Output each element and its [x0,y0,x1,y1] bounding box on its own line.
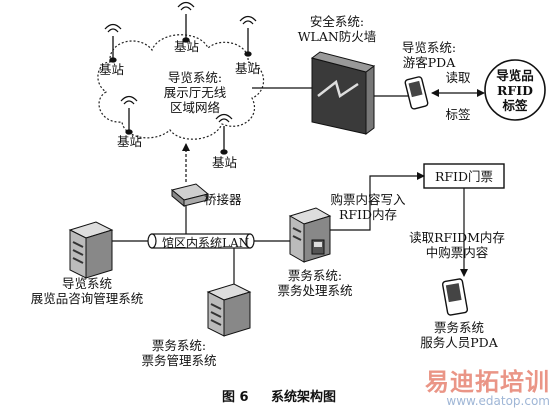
security-line: WLAN防火墙 [297,29,377,44]
ticket-management-title: 票务系统: [151,338,207,353]
security-label: 安全系统: WLAN防火墙 [282,14,392,44]
rfid-tag-line: 导览品 [496,68,534,83]
ticket-processing-server-icon [288,207,332,263]
rfid-tag-line: RFID [497,83,533,98]
ticket-management-server-icon [206,283,252,337]
wlan-label: 导览系统: 展示厅无线 区域网络 [150,70,240,115]
read-tag-line: 标签 [445,107,471,122]
visitor-pda-line: 游客PDA [402,55,456,70]
bridge-label: 桥接器 [204,192,242,207]
wireless-network-cloud [97,34,265,140]
station-label: 基站 [99,62,125,77]
staff-pda-line: 服务人员PDA [420,335,498,350]
read-memory-line: 读取RFIDM内存 [409,230,505,245]
bridge-icon [170,183,210,208]
figure-caption: 图 6 系统架构图 [0,386,558,405]
visitor-pda-label: 导览系统: 游客PDA [384,40,474,70]
watermark: 易迪拓培训 www.edatop.com [425,369,550,408]
figure-number: 图 6 [221,390,249,405]
security-title: 安全系统: [309,14,365,29]
ticket-processing-title: 票务系统: [287,268,343,283]
ticket-processing-line: 票务处理系统 [277,283,353,298]
wlan-title: 导览系统: [167,70,223,85]
watermark-brand: 易迪拓培训 [425,368,550,396]
station-label: 基站 [212,155,238,170]
rfid-tag-circle [484,59,546,121]
visitor-pda-icon [404,76,429,110]
write-memory-line: 购票内容写入 [330,192,406,207]
ticket-management-label: 票务系统: 票务管理系统 [126,338,232,368]
read-memory-line: 中购票内容 [425,245,489,260]
guide-server-icon [68,221,114,279]
write-memory-line: RFID内存 [338,207,398,222]
antenna-icon [215,113,233,155]
station-label: 基站 [174,39,200,54]
wlan-line: 区域网络 [169,100,220,115]
ticket-processing-label: 票务系统: 票务处理系统 [262,268,368,298]
firewall-icon [310,51,376,135]
wlan-line: 展示厅无线 [163,85,227,100]
antenna-icon [104,23,122,63]
staff-pda-title: 票务系统 [433,320,484,335]
watermark-url: www.edatop.com [446,394,550,408]
read-tag-label: 读取 标签 [440,70,476,122]
rfid-ticket-label: RFID门票 [434,169,494,184]
read-memory-label: 读取RFIDM内存 中购票内容 [392,230,522,260]
read-tag-line: 读取 [445,70,471,85]
rfid-tag-label: 导览品 RFID 标签 [490,68,540,113]
guide-server-line: 展览品咨询管理系统 [30,291,144,306]
antenna-icon [177,1,195,43]
lan-label: 馆区内系统LAN [162,236,250,250]
guide-server-title: 导览系统 [61,276,112,291]
antenna-icon [239,15,257,57]
staff-pda-label: 票务系统 服务人员PDA [404,320,514,350]
rfid-tag-line: 标签 [502,98,528,113]
visitor-pda-title: 导览系统: [401,40,457,55]
station-label: 基站 [117,134,143,149]
antenna-icon [120,95,138,135]
ticket-management-line: 票务管理系统 [141,353,217,368]
staff-pda-icon [441,278,469,316]
figure-title: 系统架构图 [271,390,337,405]
station-label: 基站 [235,61,261,76]
guide-server-label: 导览系统 展览品咨询管理系统 [4,276,170,306]
write-memory-label: 购票内容写入 RFID内存 [318,192,418,222]
